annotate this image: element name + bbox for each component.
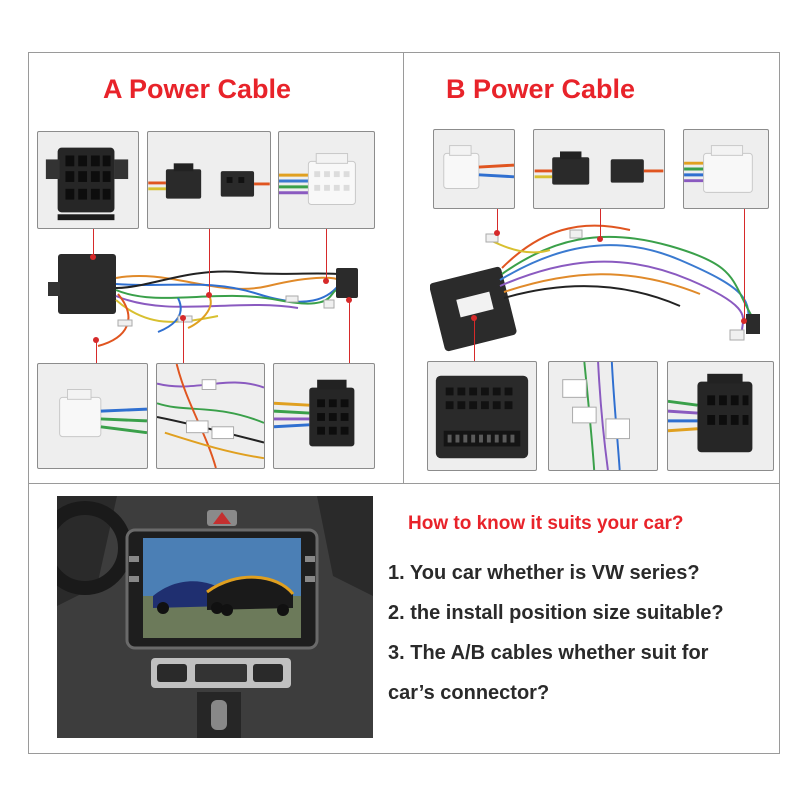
lead-a5 — [183, 318, 184, 364]
twin-black-connector-photo — [533, 129, 665, 209]
iso-connector-photo — [37, 131, 139, 229]
fit-question-3: 3. The A/B cables whether suit for — [388, 642, 709, 664]
lead-b1 — [497, 209, 498, 233]
labeled-wires-b-photo — [548, 361, 658, 471]
car-dashboard-photo — [57, 496, 373, 738]
panel-b-harness-image — [430, 224, 760, 352]
dot-b3 — [741, 318, 747, 324]
outer-frame — [28, 52, 780, 754]
dot-b2 — [597, 236, 603, 242]
dot-a6 — [346, 297, 352, 303]
fit-question-title: How to know it suits your car? — [408, 513, 684, 534]
lead-b2 — [600, 209, 601, 239]
dot-a1 — [90, 254, 96, 260]
black-plug-photo — [273, 363, 375, 469]
fit-question-3-continued: car’s connector? — [388, 682, 550, 704]
dot-a5 — [180, 315, 186, 321]
panel-b-title: B Power Cable — [446, 74, 636, 104]
dot-a3 — [323, 278, 329, 284]
white-socket-photo — [433, 129, 515, 209]
lead-a4 — [96, 340, 97, 364]
dot-a2 — [206, 292, 212, 298]
dot-b1 — [494, 230, 500, 236]
vertical-divider — [403, 52, 404, 484]
quadlock-connector-photo — [427, 361, 537, 471]
black-plug-b-photo — [667, 361, 774, 471]
dot-a4 — [93, 337, 99, 343]
labeled-wires-photo — [156, 363, 265, 469]
lead-b3 — [744, 209, 745, 321]
panel-a-harness-image — [48, 254, 358, 347]
lead-a1 — [93, 229, 94, 257]
lead-a6 — [349, 300, 350, 364]
fit-question-1: 1. You car whether is VW series? — [388, 562, 700, 584]
fit-question-2: 2. the install position size suitable? — [388, 602, 724, 624]
lead-a3 — [326, 229, 327, 281]
white-plug-photo — [37, 363, 148, 469]
panel-a-title: A Power Cable — [103, 74, 292, 104]
horizontal-divider — [28, 483, 780, 484]
small-connector-photo — [147, 131, 271, 229]
lead-a2 — [209, 229, 210, 295]
white-multipin-photo — [683, 129, 769, 209]
dot-b4 — [471, 315, 477, 321]
white-connector-photo — [278, 131, 375, 229]
lead-b4 — [474, 318, 475, 362]
